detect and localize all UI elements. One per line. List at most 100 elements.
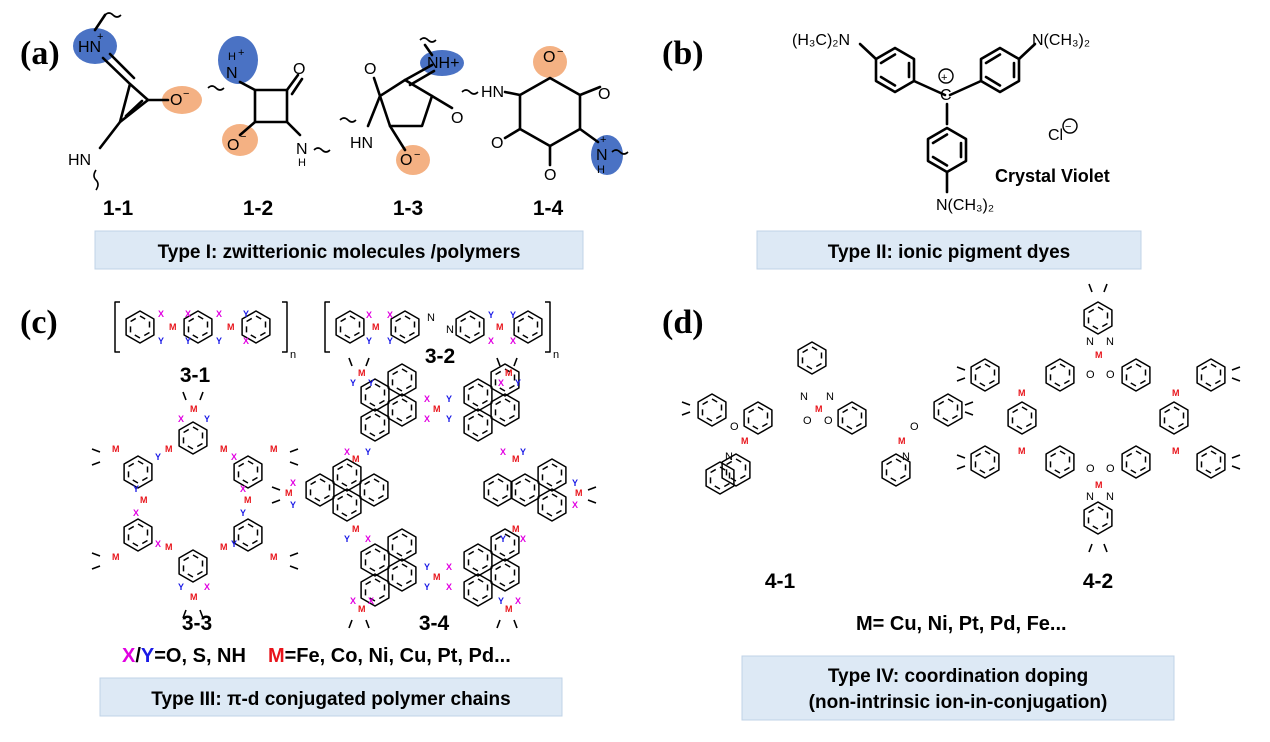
svg-text:X: X xyxy=(365,534,371,544)
compound-3-4-label: 3-4 xyxy=(419,612,450,635)
legend-m: M xyxy=(268,645,285,667)
svg-text:Y: Y xyxy=(446,394,452,404)
svg-text:O: O xyxy=(543,49,555,66)
svg-text:X: X xyxy=(510,336,516,346)
svg-text:−: − xyxy=(557,46,563,58)
svg-text:Y: Y xyxy=(520,447,526,457)
svg-text:X: X xyxy=(424,394,430,404)
svg-text:M: M xyxy=(140,495,148,505)
svg-text:H: H xyxy=(228,51,236,63)
panel-b-label: (b) xyxy=(662,35,704,72)
svg-text:M: M xyxy=(270,444,278,454)
complex-4-2-structure: M M M M M M N N O O O O N N xyxy=(956,283,1241,553)
svg-text:Y: Y xyxy=(515,378,521,388)
svg-text:M: M xyxy=(112,444,120,454)
svg-text:X: X xyxy=(290,478,296,488)
compound-1-4-structure: O − HN O O O N + H xyxy=(461,46,629,184)
nme2-bottom: N(CH₃)₂ xyxy=(936,197,994,214)
svg-text:O: O xyxy=(598,86,610,103)
legend-slash: / xyxy=(135,645,141,667)
dye-name: Crystal Violet xyxy=(995,166,1110,186)
svg-text:HN: HN xyxy=(68,152,91,169)
complex-4-1-structure: M M M O N N O O O N N xyxy=(681,341,974,495)
svg-text:M: M xyxy=(227,322,235,332)
svg-text:M: M xyxy=(244,495,252,505)
svg-text:X: X xyxy=(158,309,164,319)
svg-text:X: X xyxy=(488,336,494,346)
compound-1-4-label: 1-4 xyxy=(533,197,564,220)
type-iii-box xyxy=(99,677,563,717)
svg-text:M: M xyxy=(372,322,380,332)
svg-text:Y: Y xyxy=(488,310,494,320)
svg-text:+: + xyxy=(97,31,103,43)
svg-text:+: + xyxy=(238,47,244,59)
svg-text:M: M xyxy=(165,444,173,454)
compound-1-1-structure: HN + O − HN xyxy=(68,12,202,191)
svg-text:O: O xyxy=(910,421,919,433)
compound-1-2-structure: N H + O O − N H xyxy=(207,36,331,169)
nme2-right: N(CH₃)₂ xyxy=(1032,32,1090,49)
svg-text:Y: Y xyxy=(158,336,164,346)
svg-text:M: M xyxy=(512,524,520,534)
panel-c: (c) n M M X Y X Y X Y Y X 3-1 n xyxy=(20,301,597,717)
svg-text:−: − xyxy=(240,131,246,143)
svg-text:M: M xyxy=(112,552,120,562)
svg-text:Y: Y xyxy=(290,500,296,510)
svg-text:O: O xyxy=(227,137,239,154)
svg-text:M: M xyxy=(1018,446,1026,456)
svg-text:Y: Y xyxy=(240,508,246,518)
svg-text:M: M xyxy=(190,592,198,602)
metal-list: M= Cu, Ni, Pt, Pd, Fe... xyxy=(856,613,1067,635)
svg-text:M: M xyxy=(496,322,504,332)
compound-3-2-label: 3-2 xyxy=(425,345,455,368)
compound-1-1-label: 1-1 xyxy=(103,197,134,220)
svg-text:N: N xyxy=(826,391,834,403)
svg-text:Y: Y xyxy=(133,484,139,494)
svg-text:X: X xyxy=(572,500,578,510)
svg-text:Y: Y xyxy=(424,582,430,592)
svg-text:X: X xyxy=(446,582,452,592)
svg-text:X: X xyxy=(231,452,237,462)
svg-text:M: M xyxy=(815,404,823,414)
svg-text:M: M xyxy=(285,488,293,498)
svg-text:X: X xyxy=(446,562,452,572)
svg-text:N: N xyxy=(296,141,308,158)
svg-text:O: O xyxy=(170,92,182,109)
panel-c-label: (c) xyxy=(20,304,58,341)
svg-text:O: O xyxy=(730,421,739,433)
svg-text:X: X xyxy=(155,539,161,549)
svg-text:X: X xyxy=(368,596,374,606)
svg-text:M: M xyxy=(1018,388,1026,398)
compound-1-3-structure: HN O NH+ O O − xyxy=(339,37,464,175)
svg-text:Y: Y xyxy=(178,582,184,592)
panel-b: (b) (H₃C)₂N N(CH₃)₂ C + N(CH₃)₂ Cl − Cry… xyxy=(662,32,1142,270)
legend-x: X xyxy=(122,645,136,667)
svg-text:M: M xyxy=(1095,350,1103,360)
svg-text:O: O xyxy=(803,415,812,427)
svg-text:M: M xyxy=(358,604,366,614)
svg-text:M: M xyxy=(505,368,513,378)
svg-text:M: M xyxy=(220,542,228,552)
counter-ion: Cl xyxy=(1048,127,1063,144)
legend-y: Y xyxy=(141,645,155,667)
panel-a-label: (a) xyxy=(20,35,60,72)
svg-text:M: M xyxy=(898,436,906,446)
svg-text:M: M xyxy=(270,552,278,562)
polymer-3-1-structure: n M M X Y X Y X Y Y X xyxy=(114,301,296,361)
svg-text:M: M xyxy=(575,488,583,498)
svg-text:M: M xyxy=(352,454,360,464)
svg-text:M: M xyxy=(512,454,520,464)
svg-text:X: X xyxy=(498,378,504,388)
svg-text:O: O xyxy=(824,415,833,427)
nme2-left: (H₃C)₂N xyxy=(792,32,850,49)
svg-text:X: X xyxy=(204,582,210,592)
svg-text:Y: Y xyxy=(368,378,374,388)
crystal-violet-structure: (H₃C)₂N N(CH₃)₂ C + N(CH₃)₂ Cl − xyxy=(792,32,1090,214)
svg-text:N: N xyxy=(725,451,733,463)
svg-text:N: N xyxy=(446,324,454,336)
svg-text:−: − xyxy=(414,149,420,161)
svg-text:O: O xyxy=(451,110,463,127)
type-i-label: Type I: zwitterionic molecules /polymers xyxy=(158,242,521,263)
svg-text:N: N xyxy=(800,391,808,403)
